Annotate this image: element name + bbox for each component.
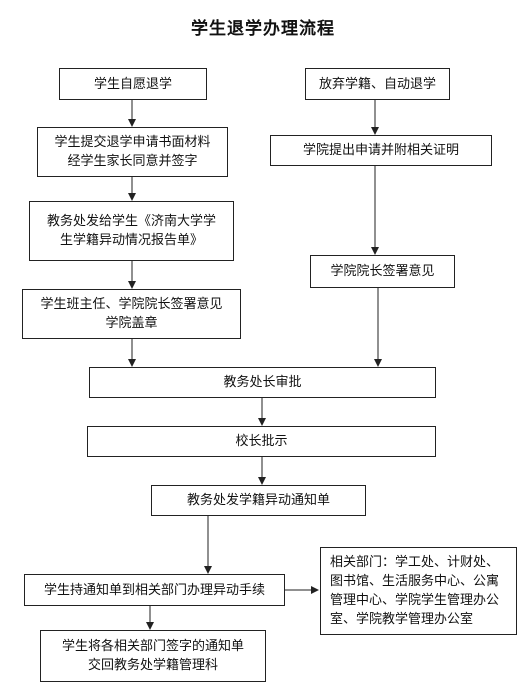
step-college-application: 学院提出申请并附相关证明 (270, 135, 492, 166)
step-voluntary-withdrawal: 学生自愿退学 (59, 68, 207, 100)
step-issue-report-form: 教务处发给学生《济南大学学 生学籍异动情况报告单》 (29, 201, 234, 261)
step-dean-sign: 学院院长签署意见 (310, 255, 455, 288)
page-title: 学生退学办理流程 (191, 19, 335, 39)
step-return-notice: 学生将各相关部门签字的通知单 交回教务处学籍管理科 (40, 630, 266, 682)
step-submit-application: 学生提交退学申请书面材料 经学生家长同意并签字 (37, 127, 228, 177)
step-advisor-sign: 学生班主任、学院院长签署意见 学院盖章 (22, 289, 241, 339)
step-director-approval: 教务处长审批 (89, 367, 436, 398)
step-issue-notice: 教务处发学籍异动通知单 (151, 485, 366, 516)
step-president-approval: 校长批示 (87, 426, 436, 457)
step-abandon-status: 放弃学籍、自动退学 (305, 68, 450, 100)
related-departments-note: 相关部门：学工处、计财处、 图书馆、生活服务中心、公寓 管理中心、学院学生管理办… (320, 547, 517, 635)
step-department-procedures: 学生持通知单到相关部门办理异动手续 (24, 574, 285, 606)
